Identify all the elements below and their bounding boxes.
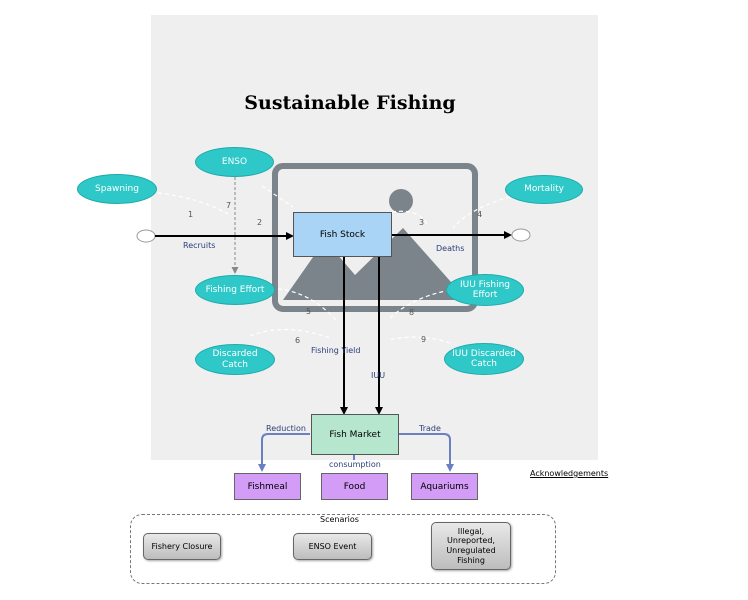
link-number: 7 [226, 201, 232, 210]
link-number: 5 [306, 307, 312, 316]
link-number: 2 [257, 218, 263, 227]
influence-links [157, 185, 511, 344]
link-number: 6 [295, 336, 301, 345]
iuu-discarded-catch-variable[interactable]: IUU Discarded Catch [444, 343, 524, 375]
trade-link [399, 433, 454, 472]
trade-label: Trade [419, 424, 441, 433]
fishery-closure-button[interactable]: Fishery Closure [143, 533, 221, 560]
iuu-label: IUU [371, 371, 386, 380]
link-number: 8 [409, 308, 415, 317]
fish-stock[interactable]: Fish Stock [293, 212, 392, 257]
scenarios-panel [130, 514, 556, 584]
diagram-title: Sustainable Fishing [244, 92, 456, 114]
spawning-variable[interactable]: Spawning [77, 174, 157, 204]
enso-variable[interactable]: ENSO [195, 147, 274, 177]
consumption-label: consumption [329, 460, 381, 469]
scenarios-title: Scenarios [320, 515, 359, 524]
reduction-link [258, 433, 310, 472]
iuu-fishing-effort-variable[interactable]: IUU Fishing Effort [446, 274, 524, 306]
fishing-yield-label: Fishing Yield [311, 346, 361, 355]
cloud-source-icon [136, 229, 156, 243]
acknowledgements-link[interactable]: Acknowledgements [530, 469, 609, 478]
food-box[interactable]: Food [321, 473, 388, 500]
link-number: 4 [477, 210, 483, 219]
discarded-catch-variable[interactable]: Discarded Catch [195, 344, 275, 375]
link-number: 1 [188, 210, 194, 219]
fishmeal-box[interactable]: Fishmeal [234, 473, 301, 500]
aquariums-box[interactable]: Aquariums [411, 473, 478, 500]
fish-market[interactable]: Fish Market [311, 414, 399, 455]
recruits-label: Recruits [183, 241, 216, 250]
link-number: 9 [421, 335, 427, 344]
mortality-variable[interactable]: Mortality [505, 175, 583, 204]
deaths-label: Deaths [436, 244, 465, 253]
iuu-fishing-button[interactable]: Illegal, Unreported, Unregulated Fishing [431, 522, 511, 570]
cloud-sink-icon [511, 228, 531, 242]
enso-event-button[interactable]: ENSO Event [293, 533, 372, 560]
reduction-label: Reduction [266, 424, 306, 433]
fishing-effort-variable[interactable]: Fishing Effort [195, 275, 275, 305]
link-number: 3 [419, 218, 425, 227]
